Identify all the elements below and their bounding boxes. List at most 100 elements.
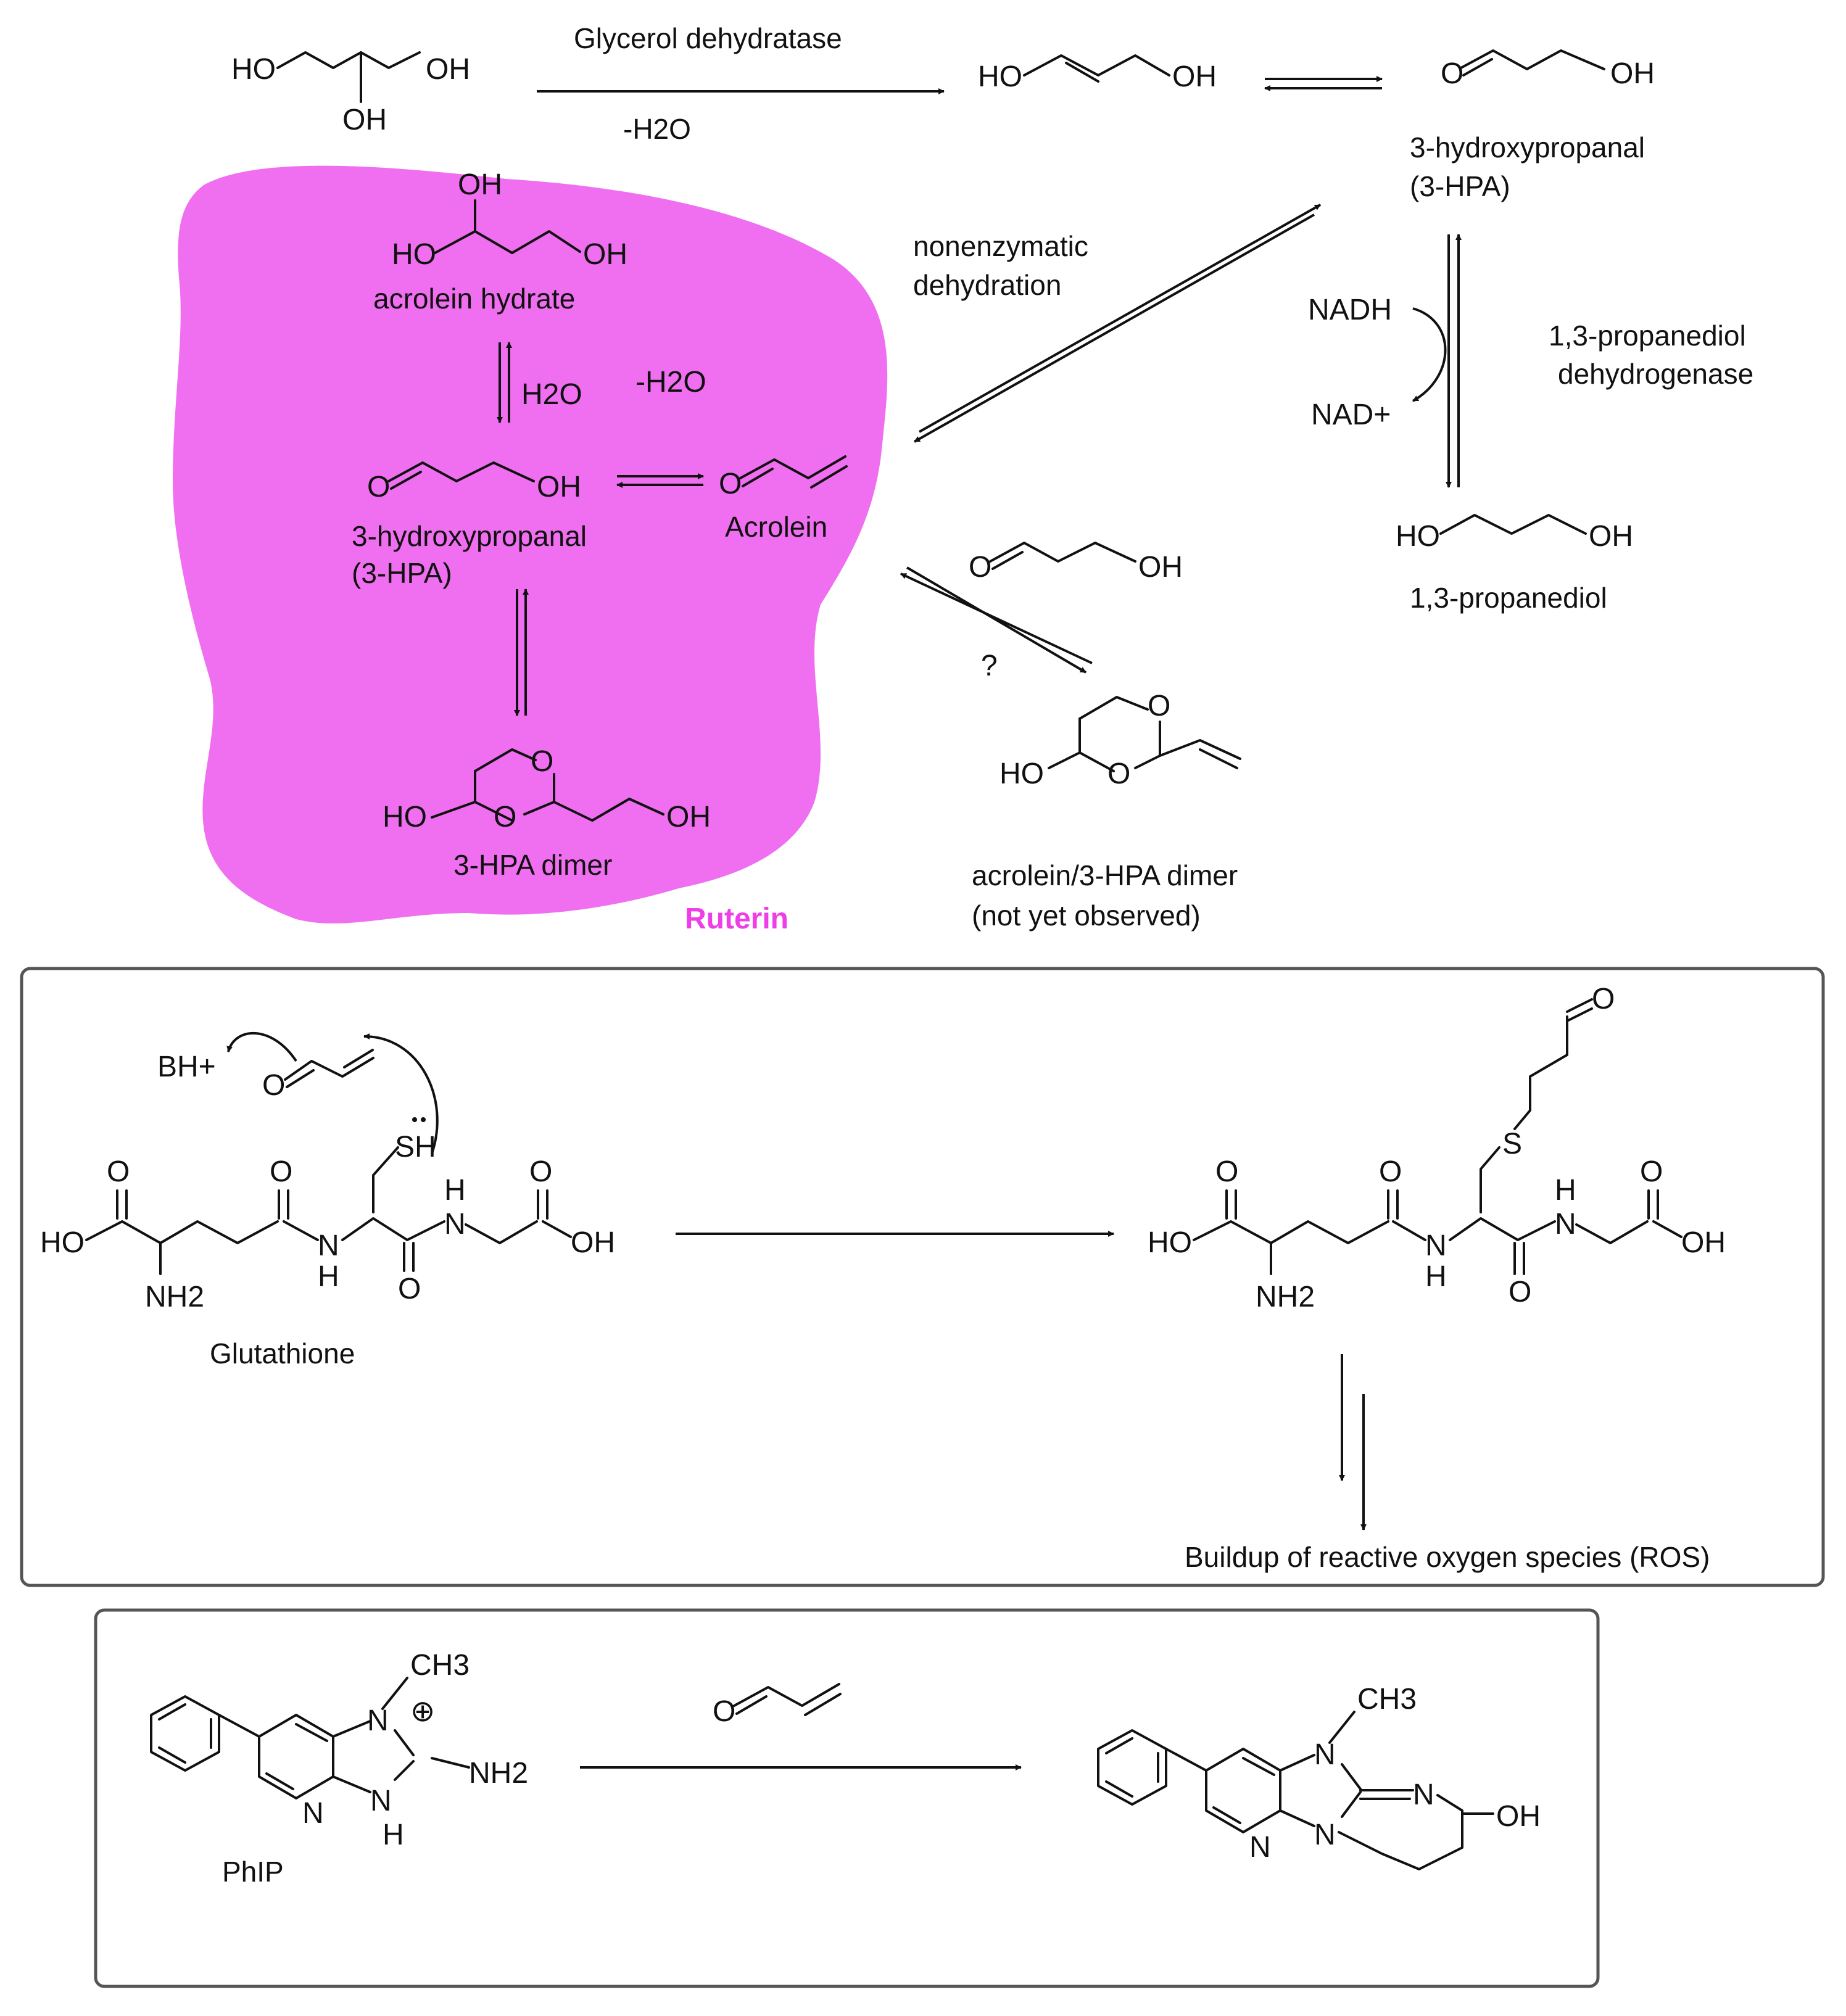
phip-n1: N [367,1704,389,1737]
arrow-nonenzymatic-back [914,213,1315,443]
ros-label: Buildup of reactive oxygen species (ROS) [1185,1541,1710,1573]
phip-nh2: NH2 [469,1757,528,1790]
nad-plus-label: NAD+ [1311,399,1391,431]
product-n3: N [1314,1819,1336,1851]
gsh-sh: SH [395,1131,436,1163]
pdo-oh: OH [1589,520,1633,553]
attack-o: O [262,1069,285,1102]
product-oh: OH [1496,1800,1541,1833]
gsh-o1: O [107,1155,130,1188]
mixed-dimer-label-1: acrolein/3-HPA dimer [972,859,1238,891]
water-label: H2O [521,378,582,411]
acrolein-hydrate-label: acrolein hydrate [373,283,575,315]
adduct-oh: OH [1681,1226,1726,1259]
adduct-h1: H [1425,1260,1447,1293]
adduct-n1: N [1425,1229,1447,1262]
mixed-dimer-o-bottom: O [1107,758,1130,790]
phip-molecule: N CH3 ⊕ NH2 N H N [150,1649,528,1851]
hpa-blob-o: O [367,471,390,503]
nonenzymatic-label-1: nonenzymatic [913,230,1088,262]
dimer-o-top: O [531,745,553,778]
phip-reagent-o: O [713,1695,735,1728]
phip-h: H [383,1819,404,1851]
hpa-blob-oh: OH [537,471,581,503]
enol-oh: OH [1172,60,1217,93]
mixed-dimer-o-top: O [1148,690,1170,722]
acrolein-o: O [719,468,742,500]
adduct-n2: N [1555,1208,1576,1241]
gsh-o3: O [398,1273,421,1305]
pdo-ho: HO [1396,520,1440,553]
hydrate-ho: HO [392,238,436,271]
adduct-ho: HO [1148,1226,1192,1259]
hpa-reagent-molecule: O OH [969,542,1183,584]
glycerol-molecule: HO OH OH [231,51,470,136]
gsh-h2: H [444,1174,466,1207]
glutathione-label: Glutathione [210,1337,355,1369]
hpa-blob-molecule: O OH [367,461,581,503]
acrolein-label: Acrolein [725,511,827,543]
propanediol-molecule: HO OH [1396,514,1633,553]
nadh-label: NADH [1308,294,1392,326]
adduct-o2: O [1379,1155,1402,1188]
question-mark: ? [981,650,998,682]
acrolein-molecule: O [719,455,848,500]
dimer-o-bottom: O [494,801,516,833]
hpa-top-label-1: 3-hydroxypropanal [1410,131,1645,163]
adduct-h2: H [1555,1174,1576,1207]
glycerol-dehydratase-label: Glycerol dehydratase [574,22,842,54]
hpa-dimer-label: 3-HPA dimer [453,849,612,881]
gsh-h1: H [318,1260,339,1293]
hydrate-oh-top: OH [458,168,502,201]
glutathione-panel [20,967,1825,1587]
enol-ho: HO [978,60,1022,93]
hpa-blob-label-1: 3-hydroxypropanal [352,520,587,552]
phip-acrolein-reagent: O [713,1683,842,1728]
reagent-oh: OH [1138,551,1183,584]
adduct-o3: O [1509,1276,1531,1308]
gsh-o4: O [529,1155,552,1188]
hpa-dimer-molecule: O O HO OH [383,745,711,833]
glutathione-molecule: SH HO O NH2 O N H O N H O OH [40,1117,615,1313]
glutathione-adduct-molecule: O S HO O NH2 O N H O N H O OH [1148,983,1726,1313]
phip-label: PhIP [222,1856,284,1888]
hpa-top-o: O [1441,57,1463,90]
ruterin-blob [173,165,888,923]
hydrate-oh-right: OH [583,238,627,271]
acrolein-attack-molecule: O [262,1049,375,1102]
product-n2: N [1413,1778,1434,1811]
bh-plus-label: BH+ [157,1051,216,1083]
reagent-o: O [969,551,991,584]
phip-product-molecule: N CH3 N N N OH [1097,1683,1541,1870]
phip-panel [94,1608,1600,1988]
arrow-nonenzymatic-forward [919,204,1321,433]
gsh-nh2: NH2 [145,1281,204,1313]
cofactor-curved-arrow [1412,307,1447,402]
adduct-nh2: NH2 [1256,1281,1315,1313]
product-ch3: CH3 [1357,1683,1417,1716]
adduct-ald-o: O [1592,983,1615,1015]
ruterin-label: Ruterin [685,903,788,935]
mixed-dimer-label-2: (not yet observed) [972,899,1201,932]
curved-arrow-thiol-attack [363,1033,439,1154]
curved-arrow-to-base [226,1032,297,1062]
propanediol-label: 1,3-propanediol [1410,582,1607,614]
dimer-oh: OH [666,801,711,833]
gsh-ho: HO [40,1226,85,1259]
enol-molecule: HO OH [978,54,1217,93]
product-n1: N [1314,1738,1336,1771]
adduct-o4: O [1640,1155,1663,1188]
nonenzymatic-label-2: dehydration [913,269,1061,301]
glycerol-oh-right: OH [426,53,470,86]
dimer-ho: HO [383,801,427,833]
pdo-dh-label-2: dehydrogenase [1558,358,1753,390]
arrow-from-mixed-dimer [900,572,1093,664]
adduct-o1: O [1215,1155,1238,1188]
pdo-dh-label-1: 1,3-propanediol [1549,320,1746,352]
hpa-top-label-2: (3-HPA) [1410,170,1510,202]
phip-n2: N [370,1785,392,1817]
product-n4: N [1249,1831,1271,1864]
mixed-dimer-ho: HO [1000,758,1044,790]
minus-water-label: -H2O [623,113,691,145]
